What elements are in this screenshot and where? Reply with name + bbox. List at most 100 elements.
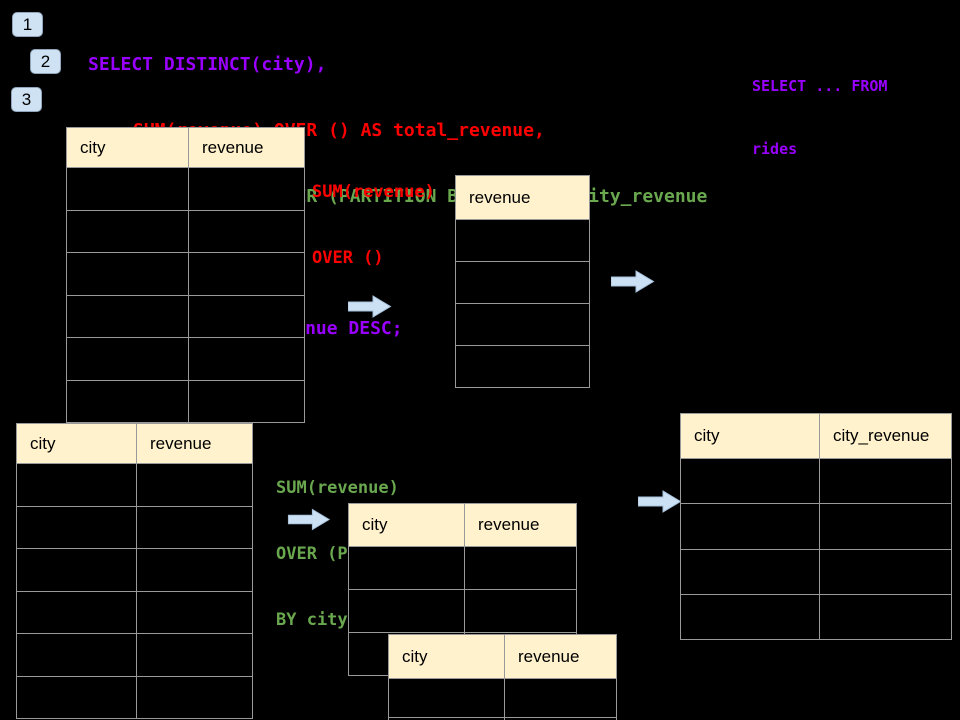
table-cell (17, 592, 136, 634)
table-cell (188, 210, 304, 252)
table-header-row: city revenue (389, 635, 616, 678)
table-cell (17, 677, 136, 719)
step-badge-1: 1 (12, 12, 43, 37)
column-header-city: city (80, 137, 106, 157)
table-cell (349, 590, 464, 632)
table-row (67, 294, 304, 338)
table-cell (67, 253, 188, 295)
table-cell (17, 634, 136, 676)
step-badge-2: 2 (30, 49, 61, 74)
table-result: city city_revenue (680, 413, 952, 640)
table-cell (681, 459, 819, 503)
table-partition-front: city revenue (388, 634, 617, 720)
table-cell (67, 338, 188, 380)
table-cell (136, 676, 252, 718)
right-arrow-icon (638, 490, 682, 513)
table-cell (188, 338, 304, 380)
table-cell (17, 464, 136, 506)
label-sum-over-partition-line1: SUM(revenue) (276, 478, 399, 498)
side-note-line2: rides (752, 140, 798, 158)
table-row (389, 678, 616, 717)
table-row (349, 546, 576, 589)
table-row (456, 303, 589, 345)
step-badge-3: 3 (11, 87, 42, 112)
table-header-row: revenue (456, 176, 589, 219)
table-row (389, 717, 616, 720)
table-row (67, 252, 304, 295)
column-header-city: city (30, 433, 56, 453)
column-header-revenue: revenue (504, 635, 616, 678)
column-header-revenue: revenue (464, 504, 576, 546)
table-cell (464, 590, 576, 632)
table-row (681, 458, 951, 504)
right-arrow-icon (287, 508, 331, 531)
table-cell (17, 549, 136, 591)
table-header-row: city revenue (67, 128, 304, 167)
right-arrow-icon (348, 295, 392, 318)
table-cell (456, 346, 589, 387)
table-cell (67, 381, 188, 423)
table-cell (819, 549, 951, 594)
table-row (17, 463, 252, 506)
sql-line-select: SELECT DISTINCT(city), (88, 54, 327, 75)
table-row (17, 590, 252, 634)
label-sum-over-all-line2: OVER () (312, 248, 384, 268)
table-row (456, 219, 589, 261)
table-cell (504, 679, 616, 717)
table-cell (349, 547, 464, 589)
table-row (681, 503, 951, 549)
table-cell (67, 296, 188, 338)
table-header-row: city city_revenue (681, 414, 951, 458)
table-row (67, 209, 304, 253)
table-cell (456, 220, 589, 261)
table-cell (681, 504, 819, 548)
table-cell (819, 459, 951, 504)
side-note-line1: SELECT ... FROM (752, 77, 888, 95)
table-cell (681, 550, 819, 594)
table-cell (456, 262, 589, 303)
table-cell (136, 634, 252, 676)
table-source-bottom: city revenue (16, 423, 253, 719)
column-header-city-revenue: city_revenue (819, 414, 951, 458)
label-sum-over-all-line1: SUM(revenue) (312, 182, 435, 202)
table-cell (681, 595, 819, 639)
table-row (17, 505, 252, 549)
table-row (349, 589, 576, 632)
side-note-select-from-rides: SELECT ... FROM rides (752, 34, 887, 202)
table-cell (188, 380, 304, 422)
table-cell (17, 507, 136, 549)
table-row (456, 345, 589, 387)
column-header-revenue: revenue (469, 187, 531, 207)
table-cell (136, 549, 252, 591)
column-header-city: city (362, 515, 388, 534)
table-cell (188, 168, 304, 210)
table-cell (67, 168, 188, 210)
table-cell (819, 594, 951, 639)
table-cell (188, 253, 304, 295)
table-cell (136, 591, 252, 633)
table-header-row: city revenue (349, 504, 576, 546)
table-row (67, 379, 304, 423)
table-row (17, 633, 252, 676)
right-arrow-icon (611, 270, 655, 293)
label-sum-over-all: SUM(revenue) OVER () (312, 137, 435, 313)
table-cell (389, 679, 504, 717)
table-cell (136, 506, 252, 548)
table-row (456, 261, 589, 303)
table-row (681, 548, 951, 594)
table-source-top: city revenue (66, 127, 305, 423)
column-header-city: city (694, 426, 720, 445)
table-revenue-only: revenue (455, 175, 590, 388)
table-cell (504, 718, 616, 720)
table-cell (67, 211, 188, 253)
column-header-revenue: revenue (136, 424, 252, 463)
table-cell (188, 295, 304, 337)
label-sum-over-partition-line3: BY city) (276, 610, 358, 630)
table-row (17, 675, 252, 719)
column-header-city: city (402, 646, 428, 666)
table-row (67, 167, 304, 210)
table-header-row: city revenue (17, 424, 252, 463)
table-cell (136, 464, 252, 506)
table-row (17, 548, 252, 591)
